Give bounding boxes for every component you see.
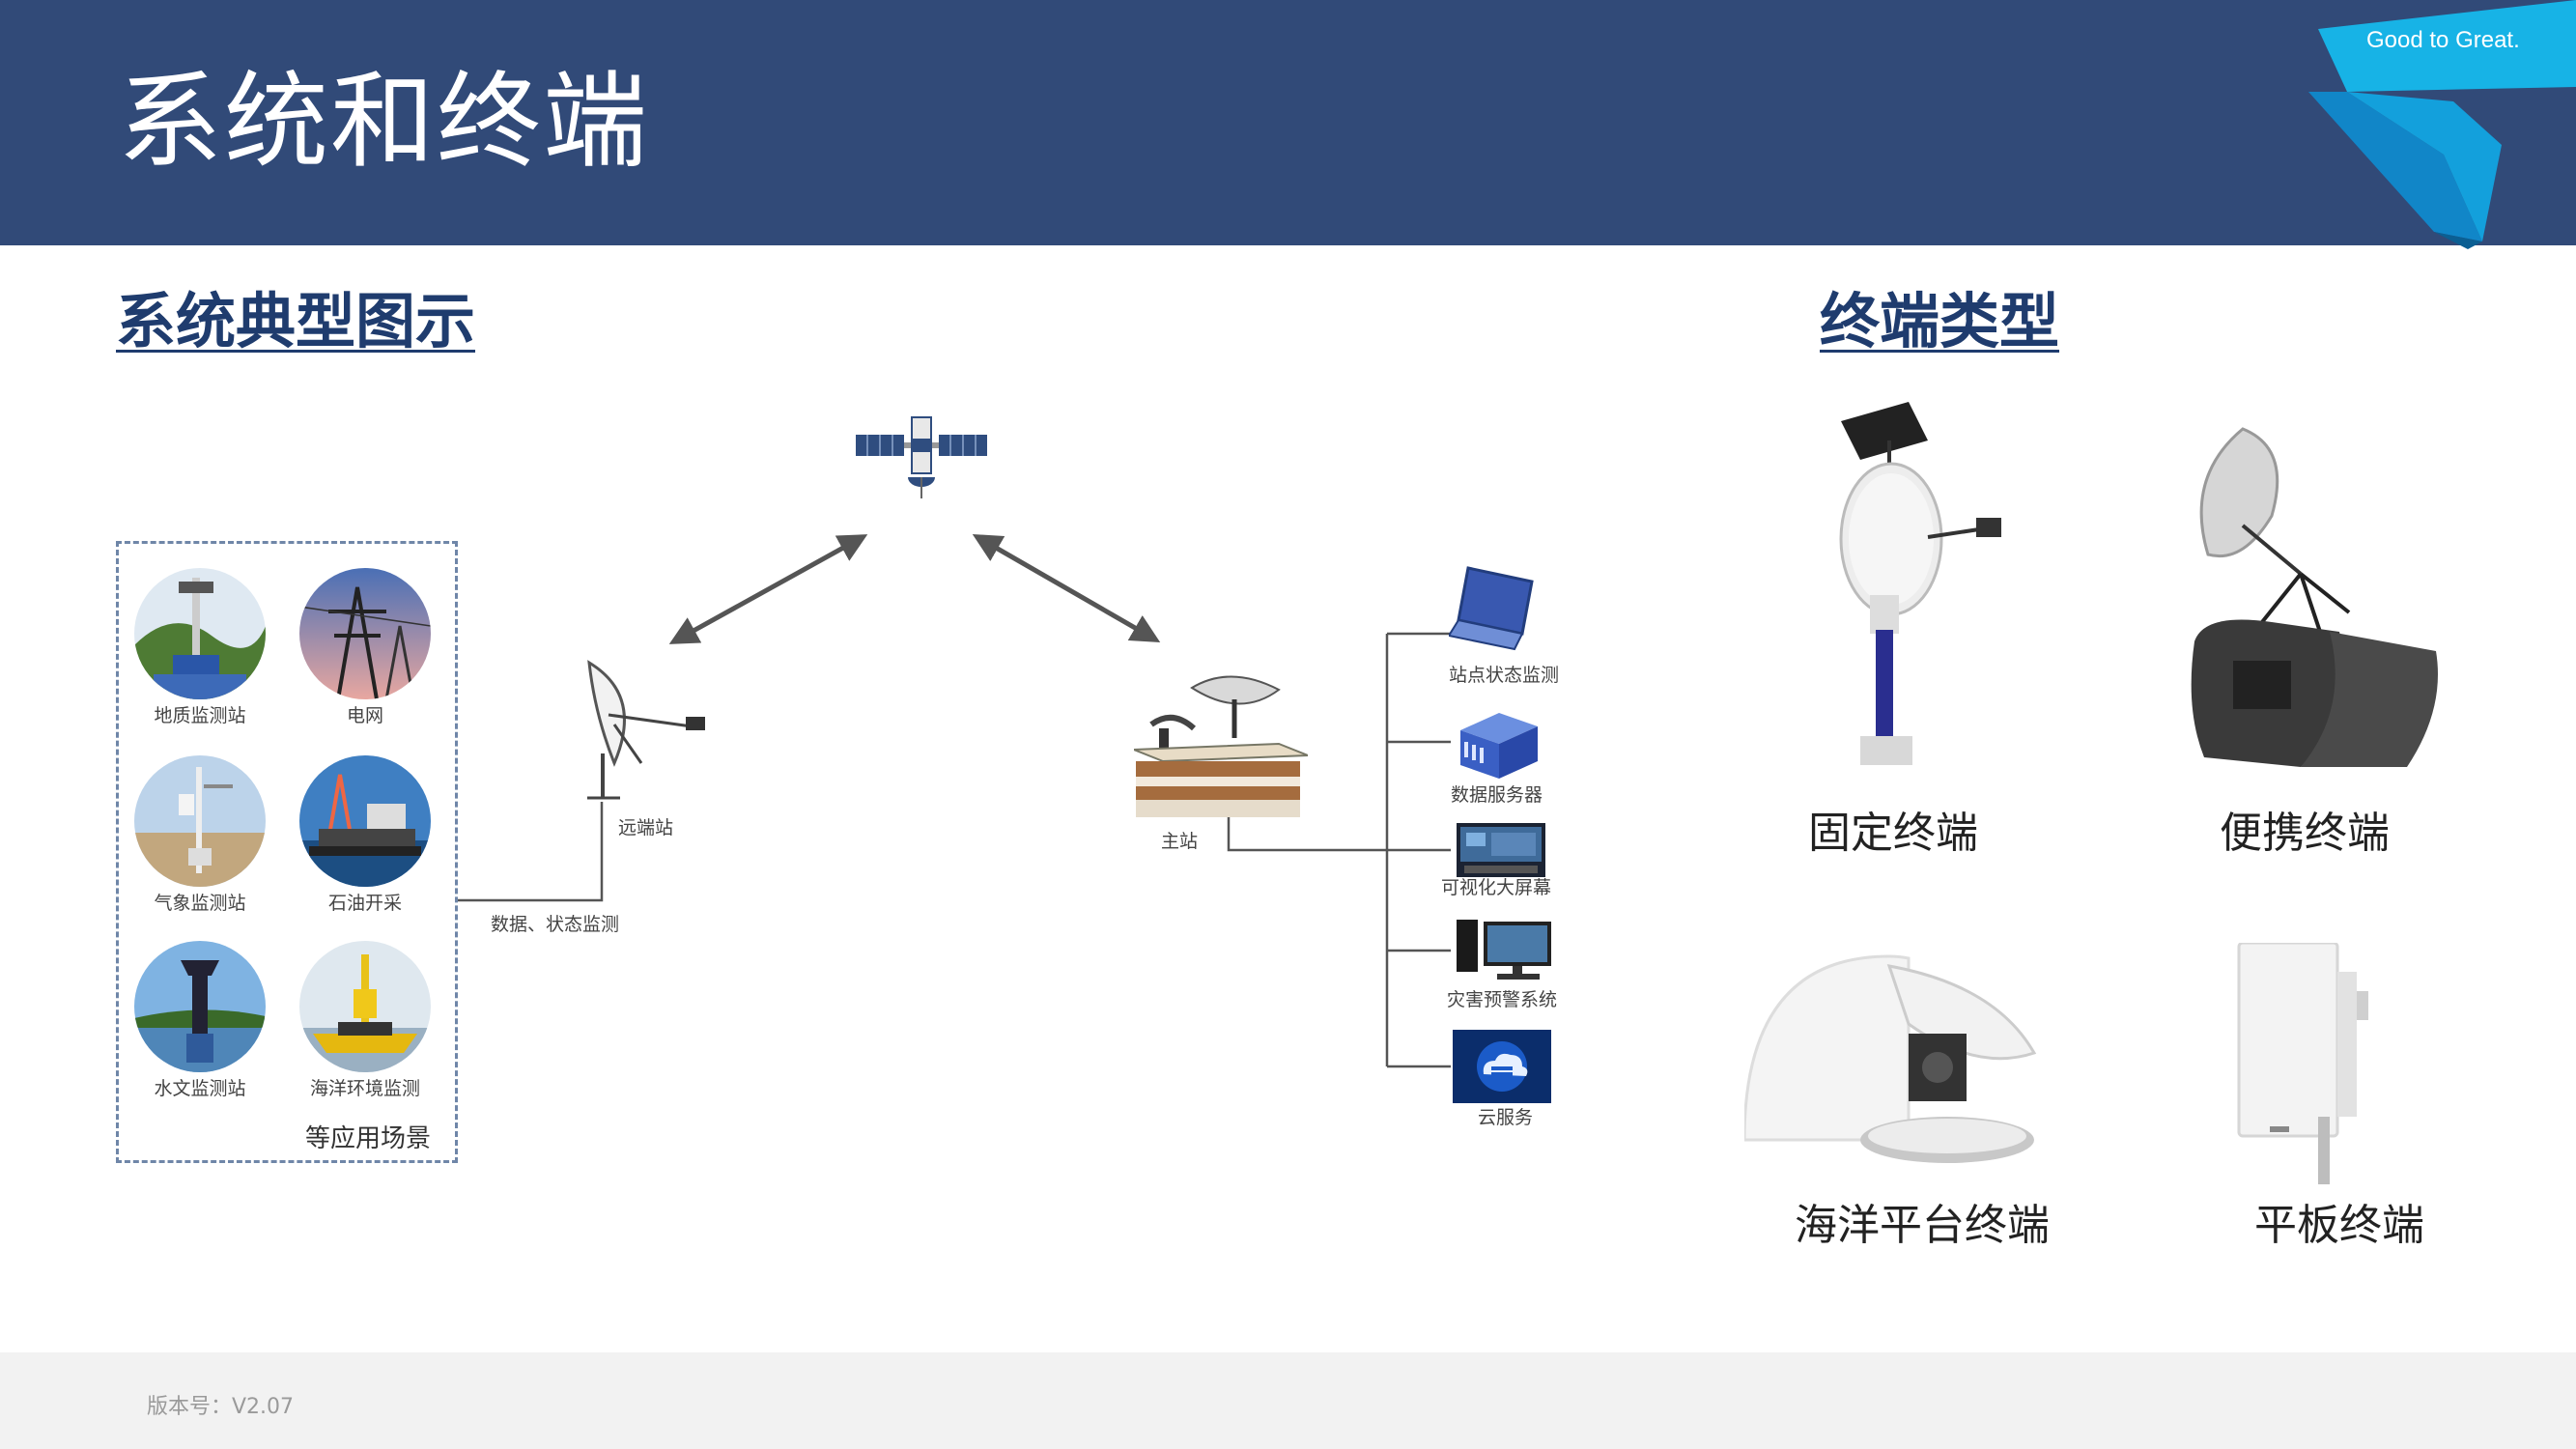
terminal-label: 固定终端	[1808, 809, 1978, 858]
service-label: 数据服务器	[1451, 784, 1543, 806]
portable-terminal-icon	[2191, 427, 2438, 767]
terminal-label: 平板终端	[2254, 1201, 2424, 1250]
service-label: 站点状态监测	[1449, 665, 1560, 686]
service-label: 可视化大屏幕	[1441, 877, 1552, 898]
page-title: 系统和终端	[118, 62, 650, 183]
oil-platform-icon	[299, 755, 431, 887]
scenes-footer-label: 等应用场景	[305, 1124, 432, 1153]
satellite-icon	[856, 416, 987, 498]
hydrology-station-icon	[134, 941, 266, 1072]
laptop-icon	[1449, 566, 1534, 651]
scene-label: 水文监测站	[154, 1078, 246, 1099]
data-link-label: 数据、状态监测	[491, 914, 620, 935]
scene-label: 气象监测站	[154, 893, 246, 914]
big-screen-icon	[1457, 823, 1545, 877]
application-scenes-box	[116, 541, 458, 1163]
remote-station-label: 远端站	[618, 817, 674, 838]
cloud-service-icon	[1453, 1030, 1551, 1103]
flat-panel-terminal-icon	[2237, 943, 2368, 1184]
terminal-label: 海洋平台终端	[1795, 1201, 2050, 1250]
terminal-label: 便携终端	[2220, 809, 2390, 858]
geology-station-icon	[134, 568, 266, 699]
weather-station-icon	[134, 755, 266, 887]
main-station-icon	[1134, 675, 1308, 817]
remote-station-dish-icon	[587, 660, 705, 800]
scene-label: 石油开采	[327, 893, 402, 914]
ocean-buoy-icon	[299, 941, 431, 1072]
scene-label: 电网	[346, 705, 383, 726]
server-icon	[1460, 713, 1538, 779]
system-diagram-heading: 系统典型图示	[116, 286, 476, 356]
fixed-terminal-icon	[1839, 402, 2001, 765]
header-bar	[0, 0, 2576, 245]
scene-label: 地质监测站	[154, 705, 246, 726]
version-label: 版本号：V2.07	[147, 1395, 295, 1419]
service-label: 云服务	[1478, 1107, 1534, 1128]
scene-label: 海洋环境监测	[309, 1078, 420, 1099]
workstation-icon	[1457, 920, 1551, 980]
ribbon-logo-icon	[2308, 0, 2576, 249]
marine-terminal-icon	[1744, 954, 2037, 1163]
service-label: 灾害预警系统	[1447, 989, 1558, 1010]
terminal-types-heading: 终端类型	[1820, 286, 2060, 356]
power-grid-icon	[299, 568, 431, 699]
main-station-label: 主站	[1161, 831, 1199, 852]
slogan-text: Good to Great.	[2366, 27, 2520, 53]
footer-bar	[0, 1352, 2576, 1449]
